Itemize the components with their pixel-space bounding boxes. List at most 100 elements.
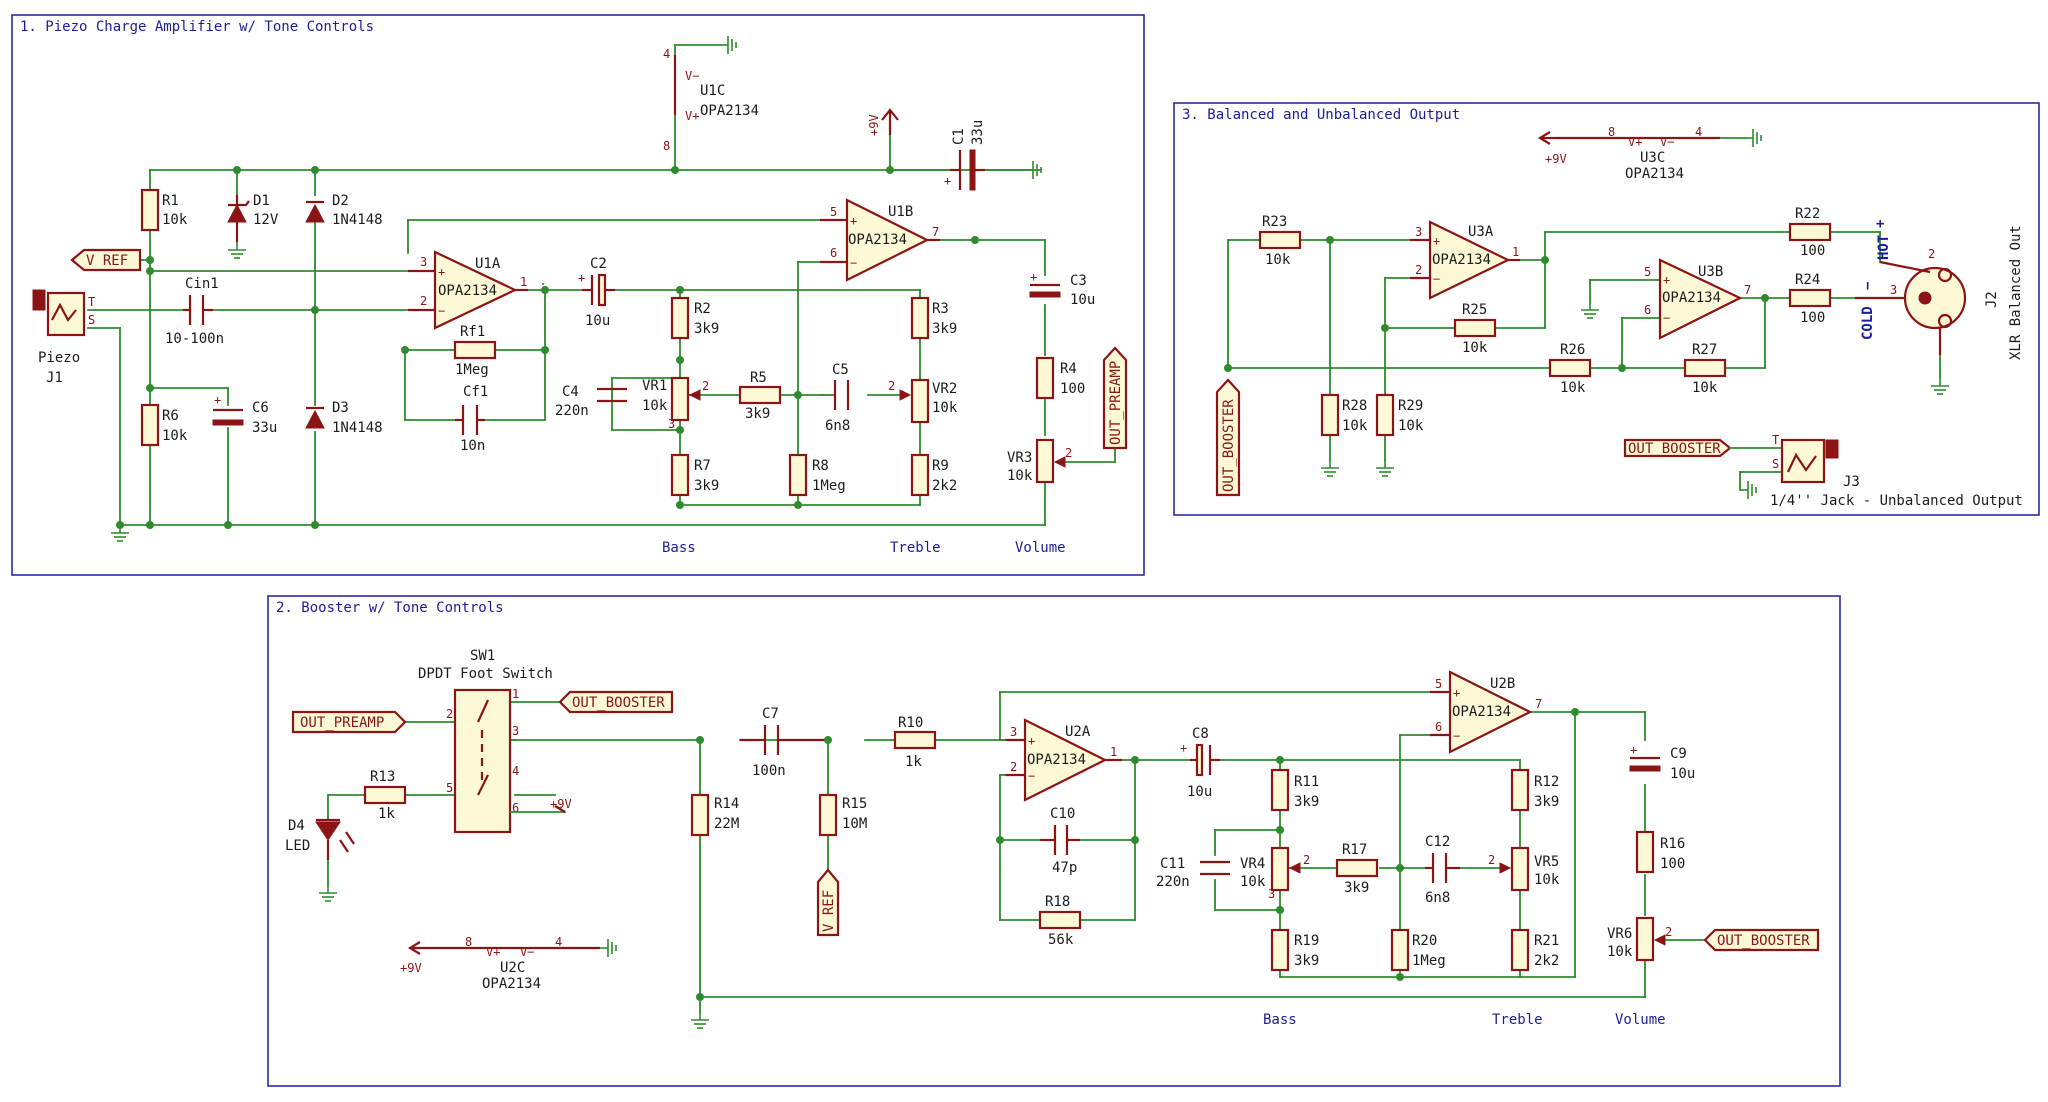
r26-ref: R26 (1560, 342, 1585, 358)
vr4-value: 10k (1240, 874, 1266, 890)
u1b-pin7: 7 (932, 225, 939, 239)
j3-pin-t: T (1772, 433, 1779, 447)
u1c-pin8: 8 (663, 139, 670, 153)
s2-junctions (696, 708, 1579, 1001)
r14-value: 22M (714, 816, 739, 832)
u2c-pin8: 8 (465, 935, 472, 949)
u2c-vneg: V− (520, 945, 534, 959)
out-booster-label-s2-vol: OUT_BOOSTER (1703, 928, 1820, 952)
r18-value: 56k (1048, 932, 1074, 948)
j3-pin-s: S (1772, 457, 1779, 471)
r23-resistor: R23 10k (1258, 214, 1302, 268)
r15-ref: R15 (842, 796, 867, 812)
c6-ref: C6 (252, 400, 269, 416)
c10-capacitor: C10 47p (1040, 806, 1080, 876)
u1b-pin5: 5 (830, 205, 837, 219)
sw1-ref: SW1 (470, 648, 495, 664)
u3a-value: OPA2134 (1432, 252, 1491, 268)
sw1-9v-label: +9V (550, 797, 572, 811)
r21-value: 2k2 (1534, 953, 1559, 969)
sw1-9v: +9V (509, 797, 572, 813)
u2c-pin4: 4 (555, 935, 562, 949)
r9-value: 2k2 (932, 478, 957, 494)
u1b-ref: U1B (888, 204, 913, 220)
d1-value: 12V (253, 212, 279, 228)
vr5-pin2: 2 (1488, 853, 1495, 867)
d3-diode: D3 1N4148 (305, 400, 383, 436)
frame-section-2 (267, 595, 1841, 1087)
r4-ref: R4 (1060, 361, 1077, 377)
r9-resistor: R9 2k2 (910, 453, 957, 497)
u1b-plus: + (850, 214, 857, 228)
cin1-capacitor: Cin1 10-100n (165, 276, 224, 347)
r14-resistor: R14 22M (690, 793, 739, 837)
u3b-ref: U3B (1698, 264, 1723, 280)
u3a-ref: U3A (1468, 224, 1494, 240)
u2c-supply: +9V 8 4 V+ V− U2C OPA2134 (400, 935, 617, 992)
u3b-opamp: + − 5 6 7 U3B OPA2134 (1644, 258, 1751, 340)
u1a-value: OPA2134 (438, 283, 497, 299)
r17-resistor: R17 3k9 (1335, 842, 1379, 896)
s3-out-booster-j3: OUT_BOOSTER (1628, 441, 1721, 457)
c5-value: 6n8 (825, 418, 850, 434)
c4-capacitor: C4 220n (555, 384, 627, 419)
r29-resistor: R29 10k (1375, 393, 1424, 477)
u1b-minus: − (850, 256, 857, 270)
vr4-pot: 2 3 VR4 10k (1240, 846, 1310, 901)
sw1-pin3: 3 (512, 724, 519, 738)
j3-jack: OUT_BOOSTER T S J3 1/4'' Jack - Unbalanc… (1623, 433, 2023, 509)
r13-ref: R13 (370, 769, 395, 785)
r4-value: 100 (1060, 381, 1085, 397)
vr1-pin3: 3 (668, 417, 675, 431)
r11-value: 3k9 (1294, 794, 1319, 810)
u3b-minus: − (1663, 311, 1670, 325)
r22-value: 100 (1800, 243, 1825, 259)
r23-value: 10k (1265, 252, 1291, 268)
r25-ref: R25 (1462, 302, 1487, 318)
out-preamp-label-s2: OUT_PREAMP (291, 710, 407, 734)
c4-value: 220n (555, 403, 589, 419)
c5-capacitor: C5 6n8 (825, 362, 850, 434)
c10-ref: C10 (1050, 806, 1075, 822)
section-3-title: 3. Balanced and Unbalanced Output (1182, 107, 1460, 123)
sw1-pin1: 1 (512, 687, 519, 701)
u2b-pin7: 7 (1535, 697, 1542, 711)
r28-ref: R28 (1342, 398, 1367, 414)
rf1-ref: Rf1 (460, 324, 485, 340)
s2-out-booster-vol-text: OUT_BOOSTER (1717, 933, 1810, 949)
cf1-ref: Cf1 (463, 384, 488, 400)
r18-resistor: R18 56k (1038, 894, 1082, 948)
r22-ref: R22 (1795, 206, 1820, 222)
u2b-pin5: 5 (1435, 677, 1442, 691)
r28-value: 10k (1342, 418, 1368, 434)
r4-resistor: R4 100 (1035, 356, 1085, 400)
cf1-value: 10n (460, 438, 485, 454)
u3b-value: OPA2134 (1662, 290, 1721, 306)
j3-value: 1/4'' Jack - Unbalanced Output (1770, 493, 2023, 509)
c1-ref: C1 (951, 128, 967, 145)
d3-value: 1N4148 (332, 420, 383, 436)
r2-resistor: R2 3k9 (670, 296, 719, 340)
s1-bass-label: Bass (662, 540, 696, 556)
r3-resistor: R3 3k9 (910, 296, 957, 340)
c7-capacitor: C7 100n (740, 706, 828, 779)
vr3-ref: VR3 (1007, 450, 1032, 466)
r1-value: 10k (162, 212, 188, 228)
u3c-supply: +9V 8 4 V+ V− U3C OPA2134 (1537, 125, 1762, 182)
out-preamp-label-s1: OUT_PREAMP (1102, 346, 1128, 450)
r10-resistor: R10 1k (893, 715, 937, 770)
u3b-pin7: 7 (1744, 283, 1751, 297)
j1-pin-t: T (88, 295, 95, 309)
c7-value: 100n (752, 763, 786, 779)
c9-ref: C9 (1670, 746, 1687, 762)
s2-out-preamp-text: OUT_PREAMP (300, 715, 384, 731)
u2a-ref: U2A (1065, 724, 1091, 740)
d4-value: LED (285, 838, 310, 854)
u1a-pin1: 1 (520, 275, 527, 289)
c9-value: 10u (1670, 766, 1695, 782)
r8-value: 1Meg (812, 478, 846, 494)
c1-capacitor: + C1 33u (944, 120, 1042, 191)
hot-plus: + (1876, 216, 1884, 232)
sw1-pin6: 6 (512, 801, 519, 815)
r2-value: 3k9 (694, 321, 719, 337)
